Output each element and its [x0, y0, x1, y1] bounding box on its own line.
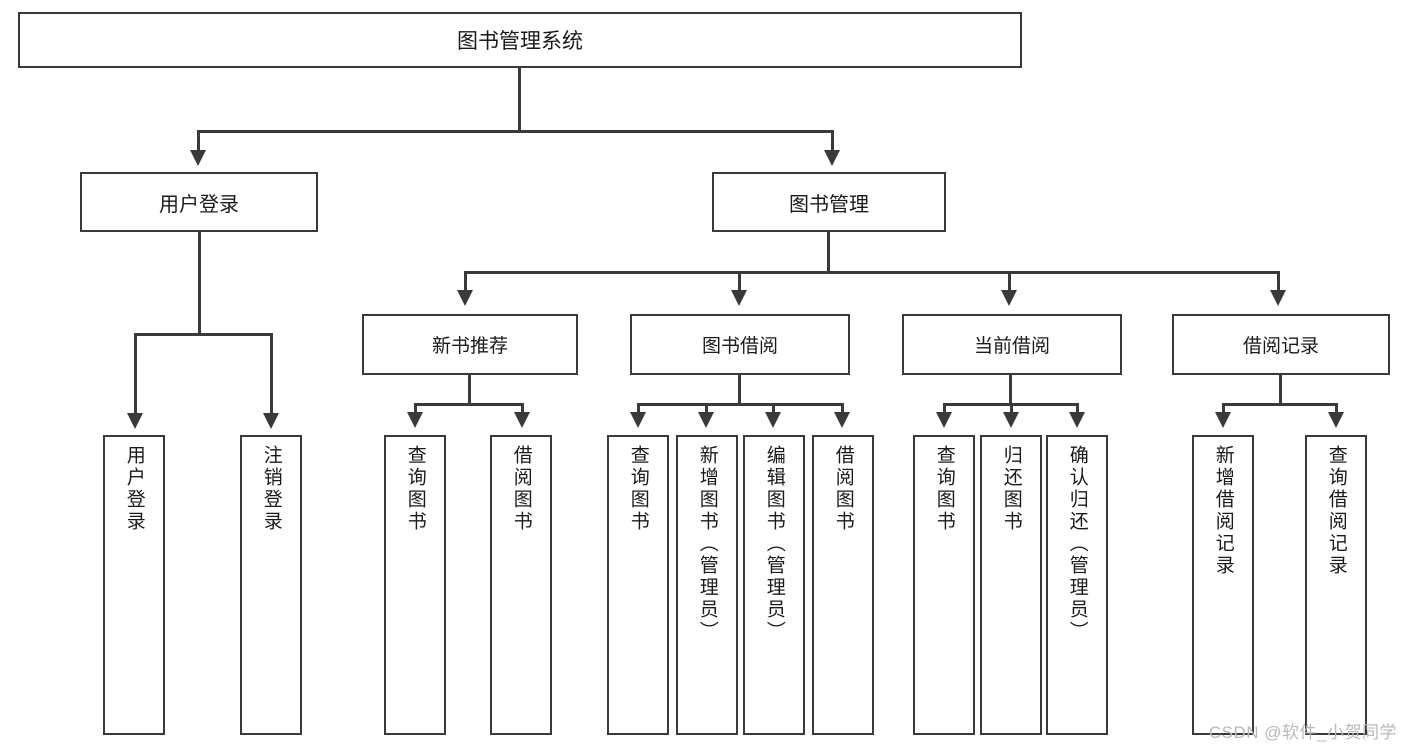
arrowhead-currentborrow-leaf-1: [936, 412, 952, 428]
node-label: 当前借阅: [973, 336, 1050, 357]
node-label: 借阅图书: [832, 445, 854, 533]
node-label: 归还图书: [1000, 445, 1022, 533]
arrowhead-bookborrow-leaf-3: [765, 412, 781, 428]
leaf-book-borrow-3[interactable]: 编辑图书（管理员）: [743, 435, 805, 735]
connector-bookmanage-drop-2: [738, 271, 741, 293]
connector-borrowrecord-bar: [1222, 403, 1337, 406]
node-borrow-record[interactable]: 借阅记录: [1172, 314, 1390, 375]
connector-bookmanage-bar: [464, 271, 1280, 274]
arrowhead-borrowrecord-leaf-1: [1215, 412, 1231, 428]
node-label: 借阅记录: [1242, 336, 1319, 357]
connector-bookmanage-stem: [827, 232, 830, 274]
connector-newbook-stem: [468, 375, 471, 405]
leaf-current-borrow-3[interactable]: 确认归还（管理员）: [1046, 435, 1108, 735]
arrowhead-userlogin-leaf-1: [127, 413, 143, 429]
connector-bookborrow-drop-3: [772, 403, 775, 415]
leaf-book-borrow-4[interactable]: 借阅图书: [812, 435, 874, 735]
connector-currentborrow-drop-1: [943, 403, 946, 415]
connector-bookborrow-drop-4: [841, 403, 844, 415]
node-label: 确认归还（管理员）: [1066, 445, 1088, 643]
node-label: 图书管理系统: [457, 30, 583, 53]
connector-userlogin-drop-1: [134, 333, 137, 417]
connector-newbook-bar: [414, 403, 524, 406]
node-label: 注销登录: [260, 445, 282, 533]
connector-userlogin-drop-2: [270, 333, 273, 417]
connector-root-drop-right: [831, 130, 834, 154]
connector-bookborrow-bar: [637, 403, 844, 406]
node-label: 用户登录: [159, 193, 239, 216]
node-label: 查询借阅记录: [1325, 445, 1347, 577]
leaf-user-login-2[interactable]: 注销登录: [240, 435, 302, 735]
node-user-login[interactable]: 用户登录: [80, 172, 318, 232]
connector-userlogin-bar: [134, 333, 273, 336]
connector-root-drop-left: [197, 130, 200, 154]
arrowhead-to-user-login: [190, 150, 206, 166]
arrowhead-bookborrow-leaf-4: [834, 412, 850, 428]
leaf-new-book-rec-2[interactable]: 借阅图书: [490, 435, 552, 735]
connector-currentborrow-drop-3: [1076, 403, 1079, 415]
node-root-system[interactable]: 图书管理系统: [18, 12, 1022, 68]
connector-currentborrow-stem: [1009, 375, 1012, 405]
arrowhead-to-current-borrow: [1001, 290, 1017, 306]
leaf-current-borrow-1[interactable]: 查询图书: [913, 435, 975, 735]
connector-root-stem: [518, 68, 521, 130]
leaf-book-borrow-1[interactable]: 查询图书: [607, 435, 669, 735]
arrowhead-to-book-manage: [824, 150, 840, 166]
node-label: 编辑图书（管理员）: [763, 445, 785, 643]
connector-newbook-drop-2: [521, 403, 524, 415]
connector-borrowrecord-drop-1: [1222, 403, 1225, 415]
leaf-borrow-record-1[interactable]: 新增借阅记录: [1192, 435, 1254, 735]
connector-bookborrow-drop-2: [705, 403, 708, 415]
connector-currentborrow-drop-2: [1010, 403, 1013, 415]
connector-bookborrow-stem: [738, 375, 741, 405]
arrowhead-newbook-leaf-1: [407, 412, 423, 428]
node-book-borrow[interactable]: 图书借阅: [630, 314, 850, 375]
node-current-borrow[interactable]: 当前借阅: [902, 314, 1122, 375]
arrowhead-currentborrow-leaf-2: [1003, 412, 1019, 428]
connector-userlogin-stem: [198, 232, 201, 336]
arrowhead-borrowrecord-leaf-2: [1328, 412, 1344, 428]
csdn-watermark: CSDN @软件_小贺同学: [1208, 723, 1397, 742]
arrowhead-to-book-borrow: [731, 290, 747, 306]
connector-borrowrecord-drop-2: [1335, 403, 1338, 415]
connector-root-bar: [197, 130, 833, 133]
node-label: 图书管理: [789, 193, 869, 216]
arrowhead-bookborrow-leaf-1: [630, 412, 646, 428]
node-new-book-rec[interactable]: 新书推荐: [362, 314, 578, 375]
leaf-borrow-record-2[interactable]: 查询借阅记录: [1305, 435, 1367, 735]
connector-bookborrow-drop-1: [637, 403, 640, 415]
arrowhead-userlogin-leaf-2: [263, 413, 279, 429]
connector-bookmanage-drop-3: [1008, 271, 1011, 293]
node-label: 查询图书: [404, 445, 426, 533]
leaf-new-book-rec-1[interactable]: 查询图书: [384, 435, 446, 735]
node-label: 查询图书: [933, 445, 955, 533]
arrowhead-newbook-leaf-2: [514, 412, 530, 428]
connector-borrowrecord-stem: [1279, 375, 1282, 405]
node-label: 新增借阅记录: [1212, 445, 1234, 577]
leaf-user-login-1[interactable]: 用户登录: [103, 435, 165, 735]
node-label: 借阅图书: [510, 445, 532, 533]
node-label: 查询图书: [627, 445, 649, 533]
connector-newbook-drop-1: [414, 403, 417, 415]
node-book-manage[interactable]: 图书管理: [712, 172, 946, 232]
arrowhead-to-borrow-record: [1270, 290, 1286, 306]
node-label: 用户登录: [123, 445, 145, 533]
leaf-current-borrow-2[interactable]: 归还图书: [980, 435, 1042, 735]
node-label: 新增图书（管理员）: [696, 445, 718, 643]
arrowhead-bookborrow-leaf-2: [698, 412, 714, 428]
node-label: 新书推荐: [431, 336, 508, 357]
node-label: 图书借阅: [701, 336, 778, 357]
arrowhead-to-new-book-rec: [457, 290, 473, 306]
arrowhead-currentborrow-leaf-3: [1069, 412, 1085, 428]
leaf-book-borrow-2[interactable]: 新增图书（管理员）: [676, 435, 738, 735]
connector-bookmanage-drop-4: [1277, 271, 1280, 293]
connector-bookmanage-drop-1: [464, 271, 467, 293]
